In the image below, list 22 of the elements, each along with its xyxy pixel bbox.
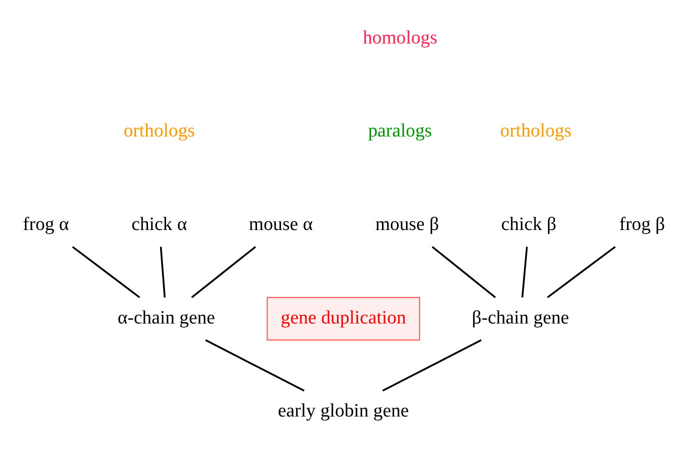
node-text: mouse β bbox=[375, 213, 439, 234]
connector bbox=[205, 338, 305, 391]
node-box: gene duplication bbox=[266, 296, 420, 340]
node-text: mouse α bbox=[248, 213, 313, 234]
node-text: chick β bbox=[501, 213, 556, 234]
connector bbox=[546, 246, 616, 298]
connector bbox=[72, 246, 140, 298]
label: homologs bbox=[362, 26, 438, 48]
node-text: frog β bbox=[619, 213, 665, 234]
node-text: chick α bbox=[132, 213, 187, 234]
node-text: α-chain gene bbox=[118, 306, 216, 328]
node-text: frog α bbox=[22, 213, 69, 234]
connector bbox=[160, 246, 166, 297]
connector bbox=[191, 246, 256, 298]
connector bbox=[382, 338, 482, 391]
label: paralogs bbox=[368, 120, 432, 142]
node-text: early globin gene bbox=[278, 400, 409, 422]
label: orthologs bbox=[124, 120, 195, 142]
connector bbox=[432, 246, 496, 298]
connector bbox=[521, 246, 528, 297]
node-text: β-chain gene bbox=[472, 306, 570, 328]
label: orthologs bbox=[500, 120, 572, 142]
